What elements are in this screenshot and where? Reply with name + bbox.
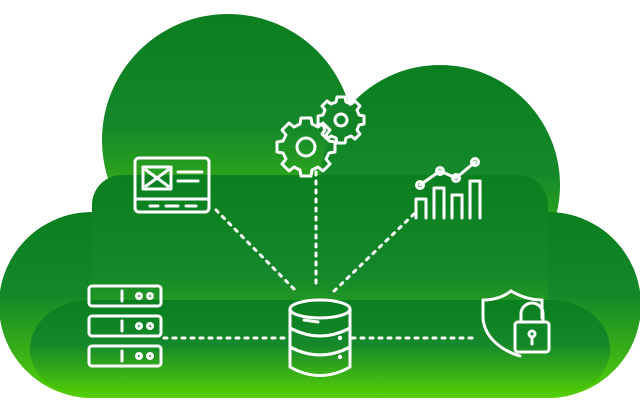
web-dashboard-icon <box>133 156 211 214</box>
connectors <box>162 170 478 340</box>
shield-lock-icon <box>481 289 551 358</box>
database-icon <box>288 298 352 377</box>
cloud-shape <box>0 14 640 398</box>
server-rack-icon <box>87 284 163 368</box>
connector-analytics <box>330 212 416 295</box>
gears-icon <box>275 95 366 178</box>
connector-dashboard <box>214 208 300 295</box>
bar-chart-trend-icon <box>414 157 482 220</box>
